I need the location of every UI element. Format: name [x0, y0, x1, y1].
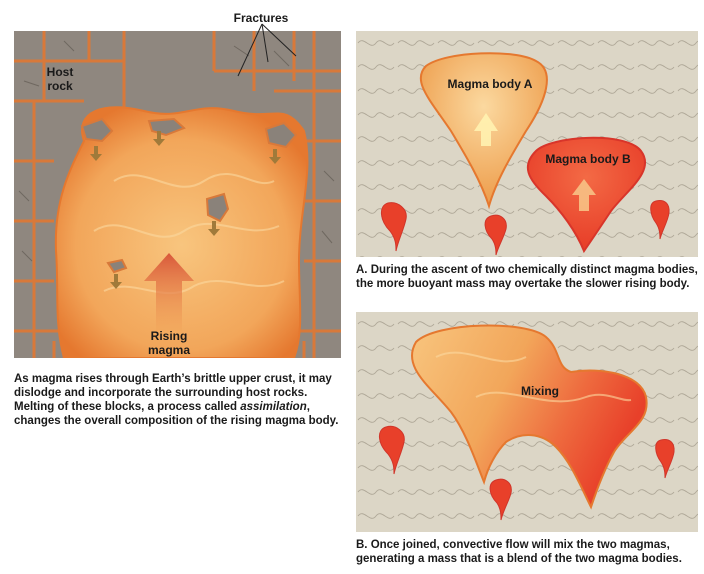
caption-text-2: , changes the overall composition of the…	[14, 401, 339, 427]
mixing-label: Mixing	[521, 384, 559, 398]
arrow-body-a	[474, 113, 498, 146]
rock-cracks	[18, 40, 335, 262]
stoped-blocks	[80, 117, 298, 274]
sinking-block-arrows	[90, 131, 281, 289]
mixing-swirls	[435, 351, 632, 403]
fractures-label: Fractures	[233, 11, 289, 25]
caption-term-assimilation: assimilation	[240, 401, 307, 413]
caption-text-1: As magma rises through Earth’s brittle u…	[14, 373, 332, 413]
magma-mixing-diagram	[356, 312, 698, 532]
caption-b: B. Once joined, convective flow will mix…	[356, 539, 682, 565]
fracture-pointers	[237, 23, 297, 77]
assimilation-caption: As magma rises through Earth’s brittle u…	[14, 372, 344, 428]
host-rock-label: Host rock	[46, 65, 74, 93]
magma-body-b-label: Magma body B	[545, 152, 631, 166]
magma-body-a-label: Magma body A	[447, 77, 533, 91]
rising-arrow	[144, 253, 194, 331]
small-magma-blobs	[379, 425, 675, 521]
magma-swirls	[93, 173, 285, 295]
caption-a: A. During the ascent of two chemically d…	[356, 264, 698, 290]
fracture-network	[14, 31, 341, 358]
mixed-magma-body	[410, 324, 648, 510]
magma-ascent-diagram	[356, 31, 698, 257]
small-magma-blobs	[381, 200, 670, 256]
assimilation-diagram	[14, 31, 341, 358]
rising-magma-label: Rising magma	[147, 329, 191, 357]
arrow-body-b	[572, 179, 596, 211]
